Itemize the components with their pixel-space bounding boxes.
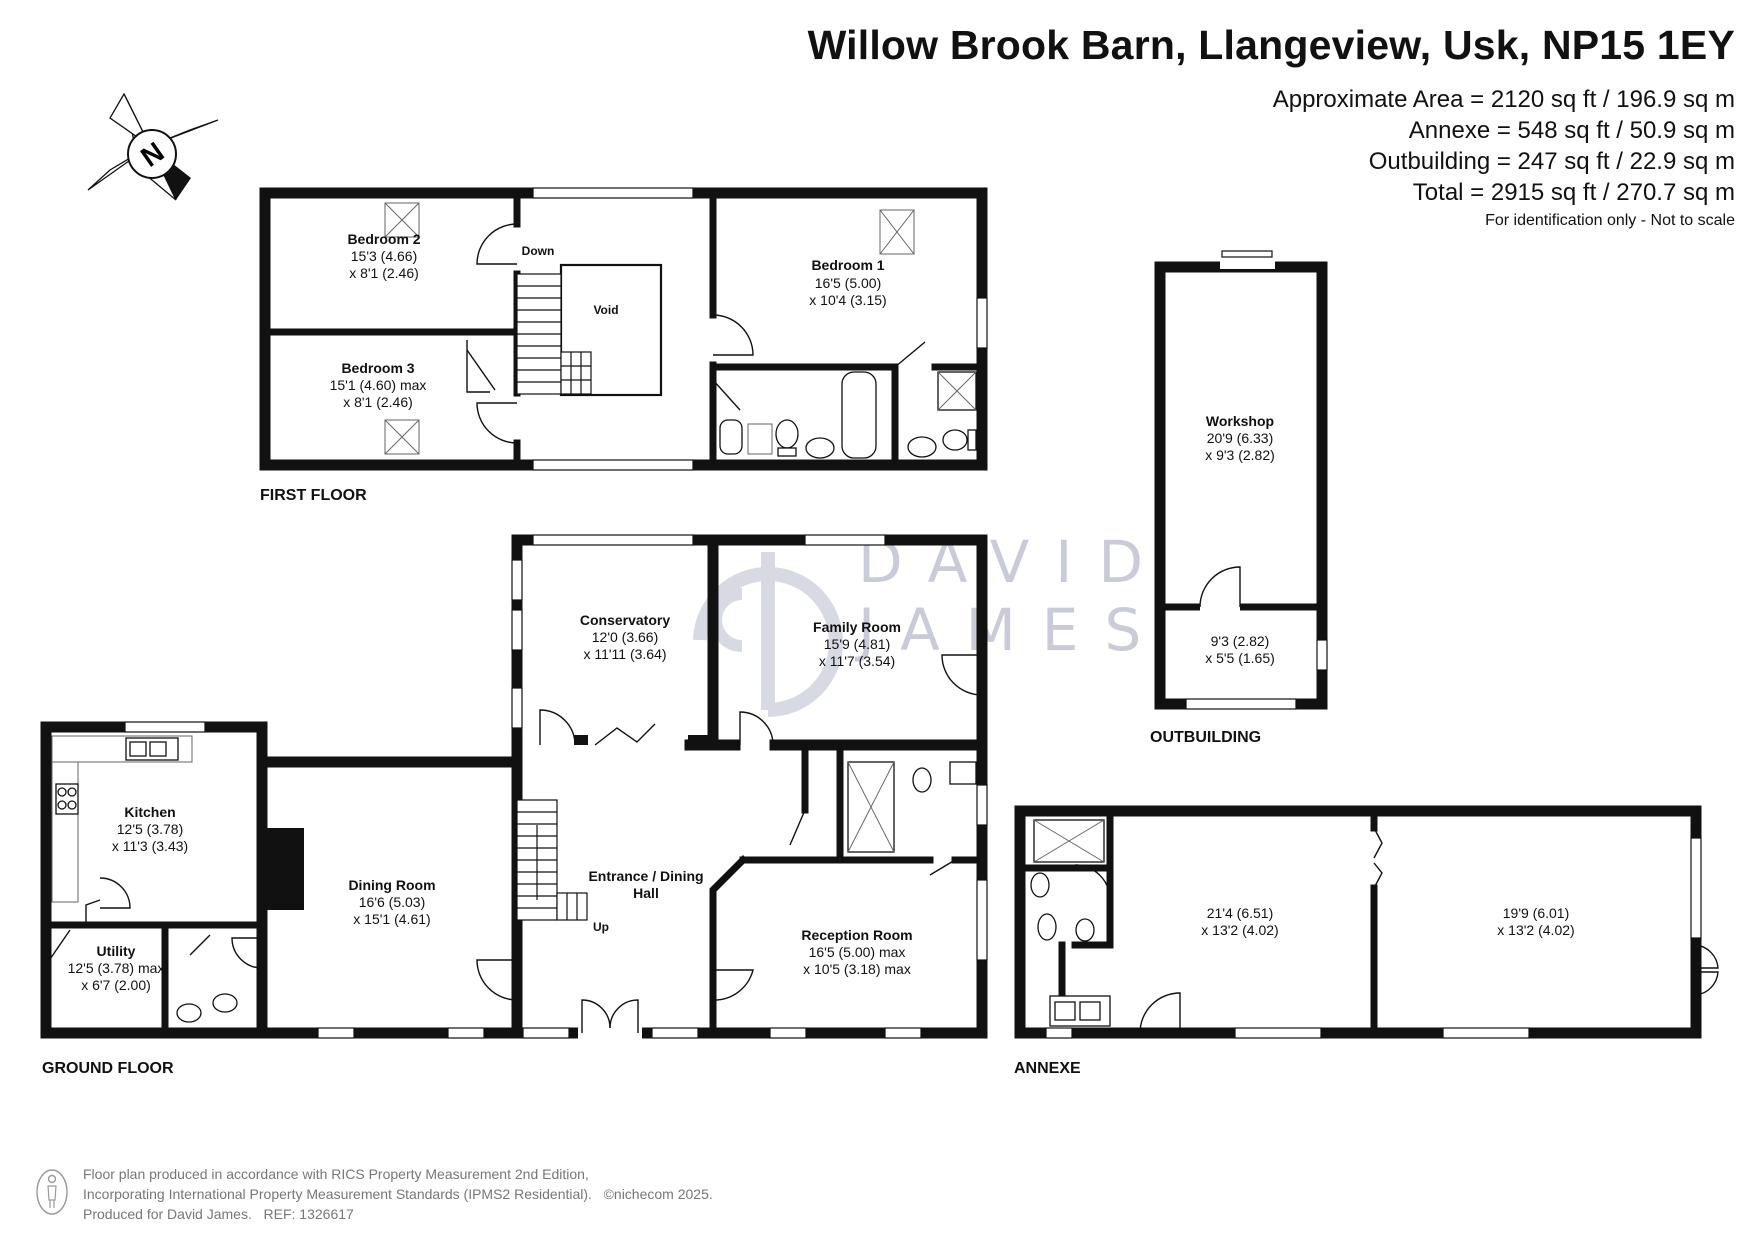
- bedroom3-dim1: 15'1 (4.60) max: [330, 377, 427, 393]
- area-outbuilding: Outbuilding = 247 sq ft / 22.9 sq m: [1368, 148, 1735, 175]
- ground-floor-label: GROUND FLOOR: [42, 1060, 174, 1077]
- bedroom1-name: Bedroom 1: [811, 257, 884, 273]
- annexe-plan: [1014, 805, 1719, 1039]
- ground-floor-plan: [40, 534, 988, 1039]
- dining-room-dim1: 16'6 (5.03): [359, 894, 426, 910]
- area-annexe: Annexe = 548 sq ft / 50.9 sq m: [1408, 117, 1735, 144]
- reception-room-dim1: 16'5 (5.00) max: [809, 944, 906, 960]
- entrance-hall-name-1: Entrance / Dining: [588, 868, 703, 884]
- outbuilding-label: OUTBUILDING: [1150, 729, 1261, 746]
- store-dim1: 9'3 (2.82): [1211, 633, 1270, 649]
- down-label: Down: [522, 244, 555, 258]
- annexe-room1-dim1: 21'4 (6.51): [1207, 905, 1274, 921]
- family-room-name: Family Room: [813, 619, 901, 635]
- annexe-room2-dim2: x 13'2 (4.02): [1497, 922, 1574, 938]
- utility-name: Utility: [97, 943, 136, 959]
- person-icon: [36, 1169, 68, 1215]
- bedroom2-dim2: x 8'1 (2.46): [349, 265, 419, 281]
- family-room-dim1: 15'9 (4.81): [824, 636, 891, 652]
- family-bathroom-fixtures: [719, 371, 877, 459]
- family-room-dim2: x 11'7 (3.54): [819, 653, 895, 669]
- workshop-dim2: x 9'3 (2.82): [1205, 447, 1275, 463]
- bedroom1-window: [976, 297, 988, 349]
- first-floor-label: FIRST FLOOR: [260, 487, 367, 504]
- ensuite-fixtures: [907, 371, 977, 458]
- void-label: Void: [593, 303, 618, 317]
- first-floor-window-top: [532, 187, 694, 199]
- area-approximate: Approximate Area = 2120 sq ft / 196.9 sq…: [1272, 86, 1735, 113]
- utility-dim2: x 6'7 (2.00): [81, 977, 151, 993]
- footer-line-2-text: Incorporating International Property Mea…: [83, 1186, 592, 1202]
- bedroom3-name: Bedroom 3: [341, 360, 414, 376]
- workshop-name: Workshop: [1206, 413, 1274, 429]
- watermark-text-james: JAMES: [855, 596, 1167, 664]
- dining-room-dim2: x 15'1 (4.61): [353, 911, 430, 927]
- page-title: Willow Brook Barn, Llangeview, Usk, NP15…: [807, 22, 1735, 68]
- footer-credits: Floor plan produced in accordance with R…: [83, 1164, 713, 1224]
- conservatory-name: Conservatory: [580, 612, 670, 628]
- kitchen-dim1: 12'5 (3.78): [117, 821, 184, 837]
- bedroom2-dim1: 15'3 (4.66): [351, 248, 418, 264]
- kitchen-fixtures: [51, 735, 193, 903]
- dining-room-name: Dining Room: [348, 877, 435, 893]
- workshop-dim1: 20'9 (6.33): [1207, 430, 1274, 446]
- footer-line-3: Produced for David James. REF: 1326617: [83, 1206, 354, 1222]
- outbuilding-plan: [1154, 250, 1328, 710]
- bedroom1-dim2: x 10'4 (3.15): [809, 292, 886, 308]
- bedroom1-dim1: 16'5 (5.00): [815, 275, 882, 291]
- bedroom3-dim2: x 8'1 (2.46): [343, 394, 413, 410]
- footer-line-1: Floor plan produced in accordance with R…: [83, 1166, 589, 1182]
- area-total: Total = 2915 sq ft / 270.7 sq m: [1412, 179, 1735, 206]
- conservatory-dim2: x 11'11 (3.64): [583, 646, 666, 662]
- entrance-hall-name-2: Hall: [633, 885, 659, 901]
- store-dim2: x 5'5 (1.65): [1205, 650, 1275, 666]
- first-floor-window-bottom: [532, 459, 694, 471]
- footer-line-2: Incorporating International Property Mea…: [83, 1184, 713, 1204]
- footer-copyright: ©nichecom 2025.: [603, 1186, 713, 1202]
- shower-room-fixtures: [176, 761, 977, 1023]
- reception-room-dim2: x 10'5 (3.18) max: [803, 961, 911, 977]
- bedroom2-name: Bedroom 2: [347, 231, 420, 247]
- compass-north-icon: N: [87, 92, 219, 201]
- kitchen-name: Kitchen: [124, 804, 175, 820]
- first-floor-stairs: [516, 273, 592, 395]
- utility-dim1: 12'5 (3.78) max: [68, 960, 165, 976]
- annexe-fixtures: [1030, 819, 1111, 1027]
- kitchen-dim2: x 11'3 (3.43): [112, 838, 188, 854]
- annexe-label: ANNEXE: [1014, 1060, 1081, 1077]
- first-floor-plan: [259, 187, 988, 471]
- hall-stairs: [516, 799, 588, 921]
- scale-note: For identification only - Not to scale: [1485, 212, 1735, 229]
- area-summary: Approximate Area = 2120 sq ft / 196.9 sq…: [1273, 84, 1735, 208]
- annexe-room1-dim2: x 13'2 (4.02): [1201, 922, 1278, 938]
- up-label: Up: [593, 920, 609, 934]
- reception-room-name: Reception Room: [801, 927, 912, 943]
- annexe-room2-dim1: 19'9 (6.01): [1503, 905, 1570, 921]
- conservatory-dim1: 12'0 (3.66): [592, 629, 659, 645]
